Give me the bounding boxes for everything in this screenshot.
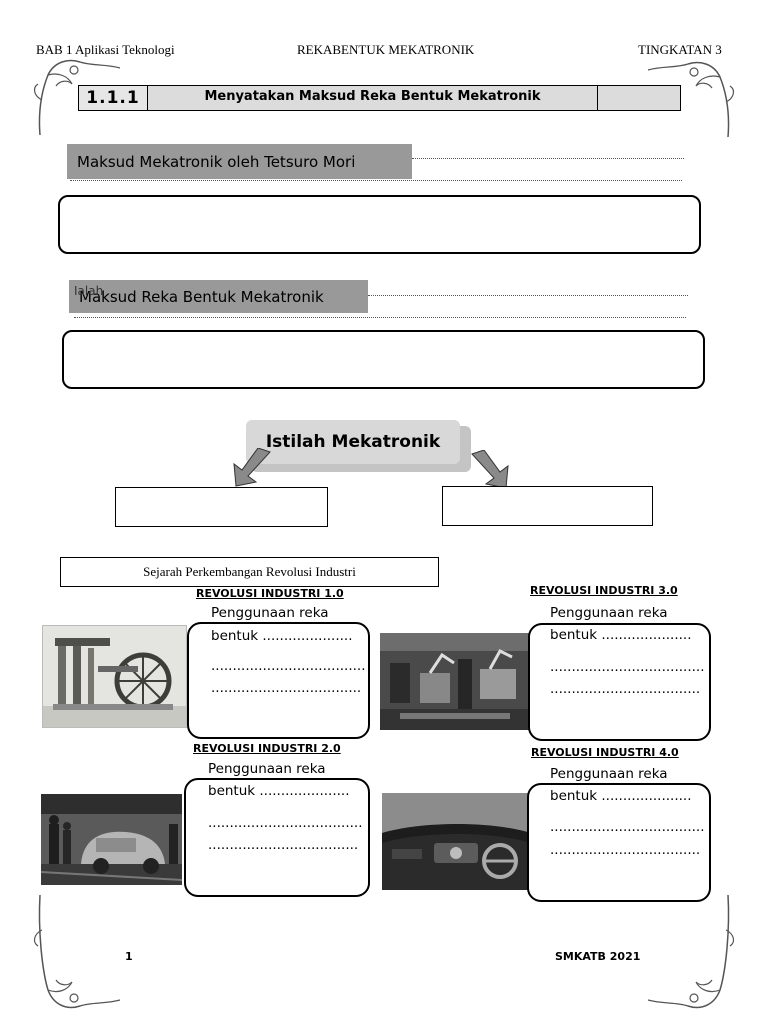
answer-line <box>74 317 686 318</box>
dotted-line: .................................... <box>208 815 363 831</box>
usage-line: Penggunaan reka <box>211 605 329 621</box>
corner-flourish-top-right <box>647 61 735 138</box>
ialah-text: Ialah <box>74 284 104 298</box>
revolution-heading: REVOLUSI INDUSTRI 4.0 <box>531 746 679 759</box>
istilah-answer-box-left[interactable] <box>115 487 328 527</box>
corner-flourish-bottom-right <box>647 894 735 1009</box>
answer-line <box>70 180 682 181</box>
answer-line <box>368 295 688 296</box>
usage-line: Penggunaan reka <box>550 766 668 782</box>
answer-box-mechatronics[interactable] <box>58 195 701 254</box>
footer-school: SMKATB 2021 <box>555 950 641 963</box>
dotted-line: .................................... <box>550 819 705 835</box>
header-form: TINGKATAN 3 <box>638 42 722 57</box>
dotted-line: ................................... <box>211 680 362 696</box>
dotted-line: ................................... <box>208 837 359 853</box>
revolution-heading: REVOLUSI INDUSTRI 3.0 <box>530 584 678 597</box>
corner-flourish-top-left <box>33 59 121 136</box>
robotic-factory-photo <box>380 633 530 730</box>
page-number: 1 <box>125 950 133 963</box>
topic-number: 1.1.1 <box>79 86 148 110</box>
corner-flourish-bottom-left <box>33 894 121 1009</box>
arrow-left-icon <box>233 448 271 487</box>
answer-box-revolution-4[interactable] <box>527 783 711 902</box>
revolution-heading: REVOLUSI INDUSTRI 2.0 <box>193 742 341 755</box>
header-chapter: BAB 1 Aplikasi Teknologi <box>36 42 175 57</box>
istilah-answer-box-right[interactable] <box>442 486 653 526</box>
arrow-right-icon <box>471 450 509 489</box>
answer-line <box>412 158 684 159</box>
usage-line: bentuk ..................... <box>550 788 692 804</box>
design-definition-label-text: Maksud Reka Bentuk Mekatronik <box>79 287 324 306</box>
dotted-line: .................................... <box>550 659 705 675</box>
topic-title: Menyatakan Maksud Reka Bentuk Mekatronik <box>148 86 598 110</box>
usage-line: bentuk ..................... <box>208 783 350 799</box>
history-title: Sejarah Perkembangan Revolusi Industri <box>60 557 439 587</box>
answer-box-revolution-3[interactable] <box>528 623 711 741</box>
revolution-heading: REVOLUSI INDUSTRI 1.0 <box>196 587 344 600</box>
topic-blank-cell <box>598 86 680 110</box>
usage-line: Penggunaan reka <box>208 761 326 777</box>
istilah-title: Istilah Mekatronik <box>246 420 460 464</box>
mechatronics-definition-label-text: Maksud Mekatronik oleh Tetsuro Mori <box>77 152 356 171</box>
answer-box-design[interactable] <box>62 330 705 389</box>
dotted-line: ................................... <box>550 681 701 697</box>
usage-line: bentuk ..................... <box>211 628 353 644</box>
answer-box-revolution-2[interactable] <box>184 778 370 897</box>
mechatronics-definition-label: Maksud Mekatronik oleh Tetsuro Mori <box>67 144 412 179</box>
header-subject: REKABENTUK MEKATRONIK <box>297 42 475 57</box>
usage-line: Penggunaan reka <box>550 605 668 621</box>
smart-car-dashboard-photo <box>382 793 531 890</box>
dotted-line: .................................... <box>211 658 366 674</box>
assembly-line-photo <box>41 794 182 885</box>
dotted-line: ................................... <box>550 842 701 858</box>
topic-bar: 1.1.1 Menyatakan Maksud Reka Bentuk Meka… <box>78 85 681 111</box>
answer-box-revolution-1[interactable] <box>187 622 370 739</box>
design-definition-label: Maksud Reka Bentuk Mekatronik <box>69 280 368 313</box>
steam-engine-photo <box>42 625 187 728</box>
usage-line: bentuk ..................... <box>550 627 692 643</box>
